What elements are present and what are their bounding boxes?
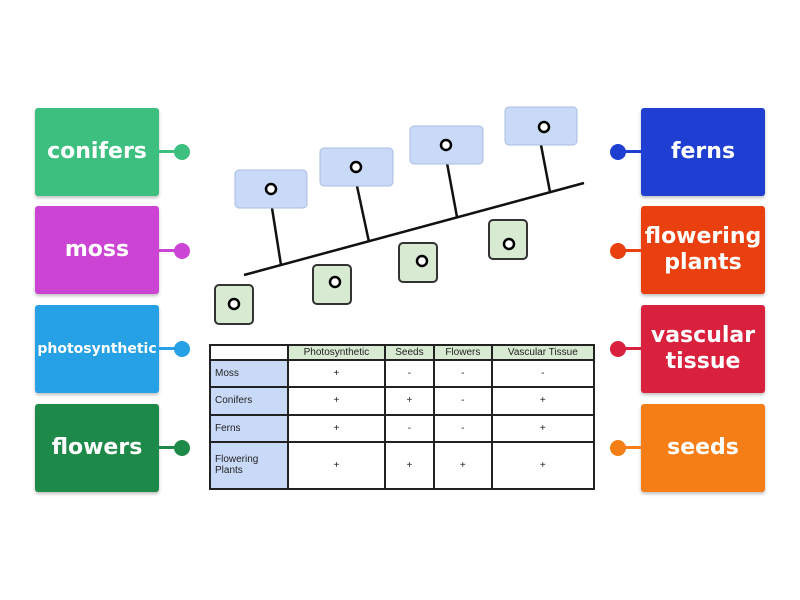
table-cell: + [287,440,386,491]
tile-connector [159,150,179,153]
table-row: Ferns + - - + [209,413,596,443]
branch-dropzone-2[interactable] [319,147,394,187]
tile-connector [622,347,642,350]
tile-label: flowers [51,434,143,460]
connector-dot[interactable] [610,440,626,456]
tile-label: flowering plants [644,223,762,275]
table-cell: - [383,413,436,443]
target-circle-icon [227,297,241,311]
branch-dropzone-1[interactable] [234,169,308,209]
target-circle-icon [415,254,429,268]
table-cell: + [490,413,596,443]
table-cell: + [287,386,386,416]
connector-dot[interactable] [610,243,626,259]
table-cell: - [383,358,436,389]
tile-label: moss [64,236,130,262]
tile-connector [622,446,642,449]
row-header: Moss [209,358,289,389]
row-header: Conifers [209,386,289,416]
table-cell: + [287,358,386,389]
trait-dropzone-4[interactable] [488,219,528,260]
connector-dot[interactable] [174,243,190,259]
answer-tile-flowers[interactable]: flowers [35,404,159,492]
table-cell: + [383,440,436,491]
traits-table: Photosynthetic Seeds Flowers Vascular Ti… [209,344,596,491]
branch-line [445,162,459,218]
connector-dot[interactable] [174,341,190,357]
row-header: Flowering Plants [209,440,289,491]
tile-connector [159,347,179,350]
answer-tile-photosynthetic[interactable]: photosynthetic [35,305,159,393]
trait-dropzone-1[interactable] [214,284,254,325]
branch-line [355,185,371,243]
table-cell: + [383,386,436,416]
tile-label: vascular tissue [650,322,756,374]
table-cell: - [433,413,493,443]
row-header: Ferns [209,413,289,443]
target-circle-icon [328,275,342,289]
connector-dot[interactable] [610,341,626,357]
answer-tile-seeds[interactable]: seeds [641,404,765,492]
target-circle-icon [264,182,278,196]
answer-tile-ferns[interactable]: ferns [641,108,765,196]
tile-connector [622,150,642,153]
branch-line [270,207,283,266]
table-cell: - [490,358,596,389]
target-circle-icon [537,120,551,134]
tile-connector [159,446,179,449]
tile-label: conifers [47,138,147,164]
tile-connector [159,249,179,252]
column-header: Seeds [383,344,436,361]
tile-label: ferns [670,138,736,164]
column-header: Vascular Tissue [490,344,596,361]
table-cell: + [433,440,493,491]
tile-connector [622,249,642,252]
cladogram-lines [243,144,585,277]
trait-dropzone-3[interactable] [398,242,438,283]
target-circle-icon [349,160,363,174]
table-cell: - [433,386,493,416]
table-corner-cell [209,344,289,361]
connector-dot[interactable] [610,144,626,160]
answer-tile-conifers[interactable]: conifers [35,108,159,196]
table-cell: + [287,413,386,443]
table-row: Conifers + + - + [209,386,596,416]
column-header: Photosynthetic [287,344,386,361]
table-row: Flowering Plants + + + + [209,440,596,491]
table-cell: - [433,358,493,389]
column-header: Flowers [433,344,493,361]
answer-tile-flowering-plants[interactable]: flowering plants [641,206,765,294]
table-cell: + [490,440,596,491]
table-row: Moss + - - - [209,358,596,389]
table-header-row: Photosynthetic Seeds Flowers Vascular Ti… [209,344,596,361]
tile-label: seeds [667,434,739,460]
answer-tile-vascular-tissue[interactable]: vascular tissue [641,305,765,393]
connector-dot[interactable] [174,440,190,456]
branch-dropzone-4[interactable] [504,106,578,146]
tile-label: photosynthetic [37,340,157,357]
main-axis-line [243,181,585,277]
connector-dot[interactable] [174,144,190,160]
branch-dropzone-3[interactable] [409,125,484,165]
branch-line [539,144,552,193]
trait-dropzone-2[interactable] [312,264,352,305]
answer-tile-moss[interactable]: moss [35,206,159,294]
target-circle-icon [502,237,516,251]
table-cell: + [490,386,596,416]
target-circle-icon [439,138,453,152]
